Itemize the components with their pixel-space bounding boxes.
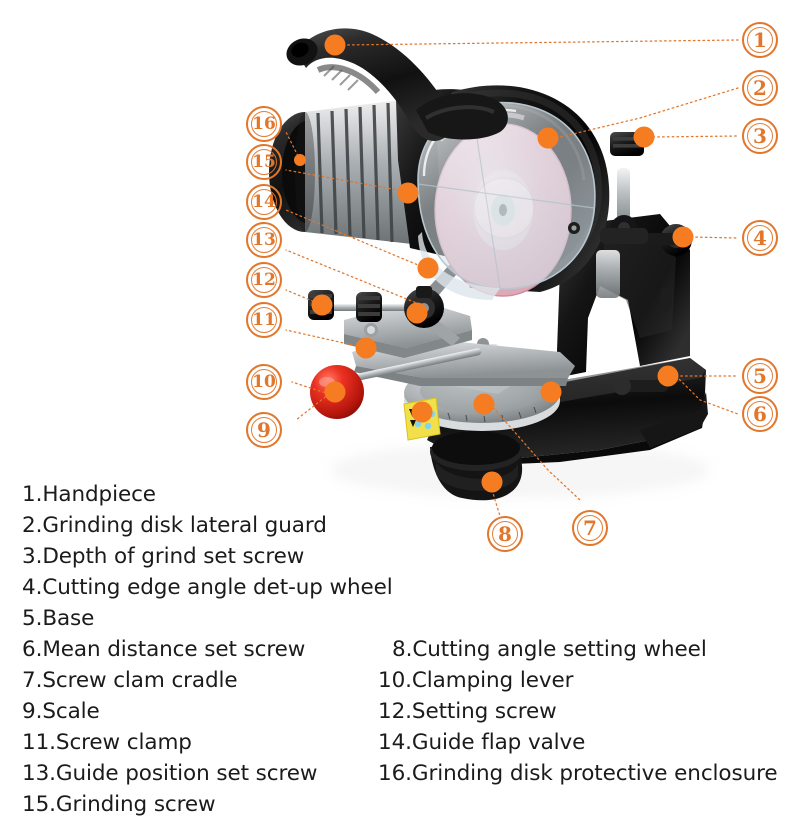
callout-number-9: 9 bbox=[257, 418, 271, 442]
legend-item-12: 12.Setting screw bbox=[378, 699, 557, 724]
leader-lines bbox=[285, 39, 739, 517]
base-foot bbox=[430, 431, 523, 501]
callout-circle-9[interactable]: 9 bbox=[246, 412, 282, 448]
callout-number-5: 5 bbox=[753, 364, 767, 388]
callout-circle-1[interactable]: 1 bbox=[742, 22, 778, 58]
marker-9 bbox=[411, 401, 433, 423]
legend-item-15: 15.Grinding screw bbox=[22, 792, 216, 817]
callout-circle-16[interactable]: 16 bbox=[246, 106, 282, 142]
marker-8 bbox=[481, 471, 503, 493]
leader-15 bbox=[285, 169, 410, 193]
knob-middle bbox=[356, 292, 382, 322]
legend-item-5: 5.Base bbox=[22, 606, 95, 631]
legend-item-8: 8.Cutting angle setting wheel bbox=[392, 637, 707, 662]
callout-circle-7[interactable]: 7 bbox=[572, 510, 608, 546]
callout-circle-15[interactable]: 15 bbox=[246, 144, 282, 180]
leader-1 bbox=[342, 39, 739, 46]
marker-10 bbox=[324, 381, 346, 403]
leader-2 bbox=[555, 87, 739, 139]
legend-column-right: 8.Cutting angle setting wheel 10.Clampin… bbox=[378, 634, 778, 789]
marker-14 bbox=[417, 257, 439, 279]
callout-circle-4[interactable]: 4 bbox=[742, 220, 778, 256]
legend-item-1: 1.Handpiece bbox=[22, 482, 156, 507]
callout-markers bbox=[294, 34, 694, 493]
marker-12 bbox=[311, 294, 333, 316]
callout-circle-3[interactable]: 3 bbox=[742, 118, 778, 154]
marker-6 bbox=[540, 381, 562, 403]
leader-11 bbox=[285, 329, 367, 349]
legend-item-2: 2.Grinding disk lateral guard bbox=[22, 513, 327, 538]
callout-number-15: 15 bbox=[252, 151, 276, 172]
mean-distance-set-screw bbox=[613, 377, 668, 395]
legend-item-13: 13.Guide position set screw bbox=[22, 761, 318, 786]
leader-4 bbox=[690, 236, 739, 239]
marker-2 bbox=[537, 127, 559, 149]
leader-8 bbox=[491, 489, 501, 517]
leader-6 bbox=[675, 375, 739, 415]
legend-item-11: 11.Screw clamp bbox=[22, 730, 192, 755]
callout-circle-11[interactable]: 11 bbox=[246, 302, 282, 338]
callout-number-6: 6 bbox=[753, 402, 767, 426]
callout-number-3: 3 bbox=[753, 124, 767, 148]
callout-number-11: 11 bbox=[252, 309, 276, 330]
legend-item-14: 14.Guide flap valve bbox=[378, 730, 586, 755]
leader-10 bbox=[291, 381, 330, 395]
marker-7 bbox=[473, 393, 495, 415]
callout-circle-5[interactable]: 5 bbox=[742, 358, 778, 394]
legend-item-10: 10.Clamping lever bbox=[378, 668, 574, 693]
callout-number-2: 2 bbox=[753, 76, 767, 100]
callout-number-14: 14 bbox=[252, 191, 276, 212]
marker-4 bbox=[672, 226, 694, 248]
legend-item-4: 4.Cutting edge angle det-up wheel bbox=[22, 575, 393, 600]
legend-item-3: 3.Depth of grind set screw bbox=[22, 544, 305, 569]
legend-column-left: 1.Handpiece 2.Grinding disk lateral guar… bbox=[22, 479, 393, 820]
marker-5 bbox=[657, 365, 679, 387]
callout-circle-8[interactable]: 8 bbox=[487, 516, 523, 552]
marker-11 bbox=[355, 337, 377, 359]
callout-circle-10[interactable]: 10 bbox=[246, 364, 282, 400]
callout-number-4: 4 bbox=[753, 226, 767, 250]
marker-16 bbox=[294, 154, 306, 166]
product-illustration: 30°20°10° bbox=[269, 28, 739, 517]
callout-circle-14[interactable]: 14 bbox=[246, 184, 282, 220]
legend-item-9: 9.Scale bbox=[22, 699, 100, 724]
callout-number-12: 12 bbox=[252, 269, 276, 290]
legend-item-6: 6.Mean distance set screw bbox=[22, 637, 306, 662]
legend: 1.Handpiece 2.Grinding disk lateral guar… bbox=[0, 470, 800, 817]
callout-circle-13[interactable]: 13 bbox=[246, 222, 282, 258]
marker-15 bbox=[397, 182, 419, 204]
callout-number-13: 13 bbox=[252, 229, 276, 250]
callout-number-8: 8 bbox=[498, 522, 512, 546]
callout-number-7: 7 bbox=[583, 516, 597, 540]
callout-number-1: 1 bbox=[753, 28, 767, 52]
leader-3 bbox=[652, 135, 739, 138]
legend-item-16: 16.Grinding disk protective enclosure bbox=[378, 761, 778, 786]
marker-1 bbox=[324, 34, 346, 56]
callout-circle-6[interactable]: 6 bbox=[742, 396, 778, 432]
diagram-canvas: 30°20°10° bbox=[0, 22, 800, 817]
callout-circle-2[interactable]: 2 bbox=[742, 70, 778, 106]
marker-3 bbox=[633, 126, 655, 148]
leader-14 bbox=[285, 209, 431, 271]
marker-13 bbox=[406, 302, 428, 324]
leader-13 bbox=[285, 249, 425, 307]
legend-item-7: 7.Screw clam cradle bbox=[22, 668, 238, 693]
leader-9 bbox=[295, 393, 330, 421]
leader-7 bbox=[489, 403, 581, 501]
callout-number-10: 10 bbox=[252, 371, 276, 392]
callout-circle-12[interactable]: 12 bbox=[246, 262, 282, 298]
handpiece bbox=[286, 28, 508, 142]
callout-number-16: 16 bbox=[252, 113, 276, 134]
